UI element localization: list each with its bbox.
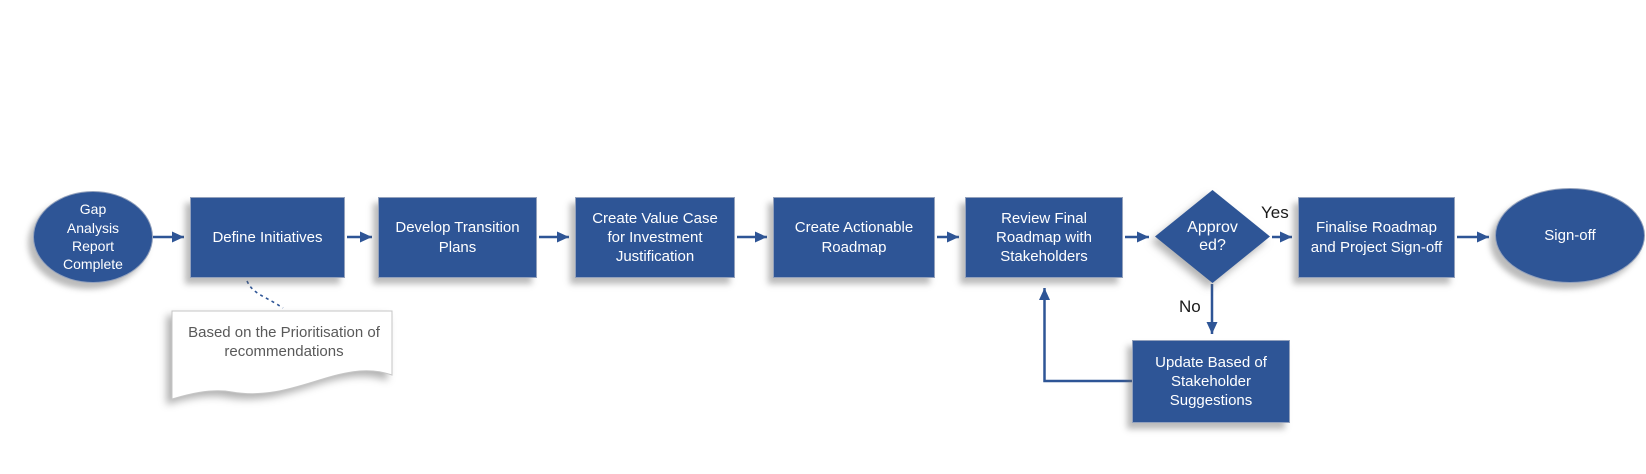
node-define-initiatives: Define Initiatives (190, 197, 345, 278)
connector-update-review-feedback (1039, 288, 1132, 383)
node-label: Update Based of Stakeholder Suggestions (1155, 353, 1267, 410)
node-label: Gap Analysis Report Complete (63, 201, 123, 273)
node-label: Create Value Case for Investment Justifi… (592, 209, 718, 266)
edge-label-no: No (1179, 297, 1201, 316)
annotation-document-shape (171, 310, 393, 400)
node-develop-transition-plans: Develop Transition Plans (378, 197, 537, 278)
node-label: Develop Transition Plans (395, 219, 520, 256)
decision-diamond-shape: Approv ed? (1155, 190, 1270, 283)
node-update-stakeholder-suggestions: Update Based of Stakeholder Suggestions (1132, 340, 1290, 423)
node-create-actionable-roadmap: Create Actionable Roadmap (773, 197, 935, 278)
node-finalise-roadmap-signoff: Finalise Roadmap and Project Sign-off (1298, 197, 1455, 278)
node-label: Define Initiatives (212, 228, 323, 246)
node-create-value-case: Create Value Case for Investment Justifi… (575, 197, 735, 278)
node-review-final-roadmap: Review Final Roadmap with Stakeholders (965, 197, 1123, 278)
node-label: Sign-off (1544, 226, 1596, 244)
node-decision-approved: Approv ed? (1155, 190, 1270, 283)
node-start-gap-analysis: Gap Analysis Report Complete (33, 191, 153, 283)
node-label: Finalise Roadmap and Project Sign-off (1310, 219, 1443, 256)
annotation-text: Based on the Prioritisation of recommend… (188, 324, 380, 360)
node-label: Approv ed? (1187, 218, 1238, 254)
node-end-signoff: Sign-off (1495, 188, 1645, 283)
edge-label-yes: Yes (1261, 203, 1289, 222)
node-label: Review Final Roadmap with Stakeholders (996, 209, 1092, 266)
connector-define-annotation-dashed (246, 280, 284, 309)
node-label: Create Actionable Roadmap (794, 219, 914, 256)
